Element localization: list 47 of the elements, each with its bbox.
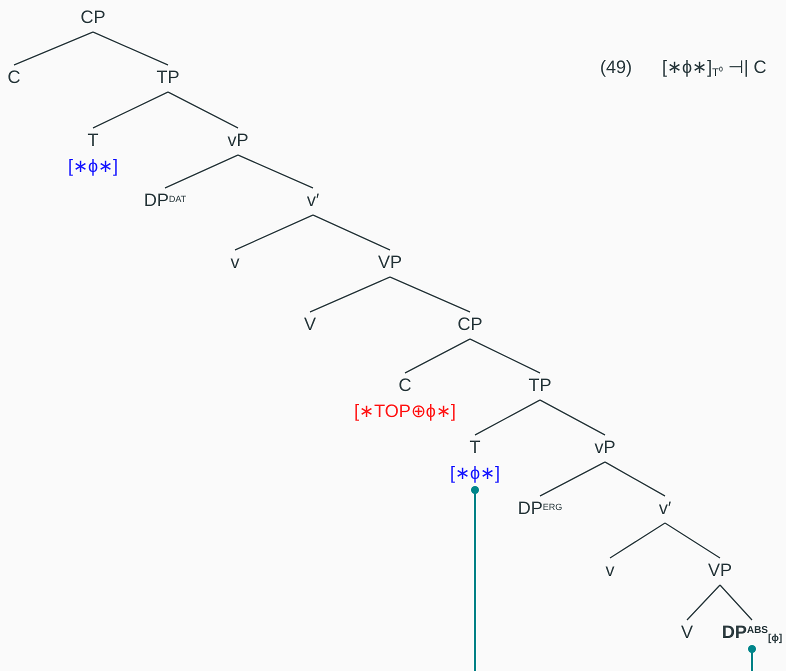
- category-label: C: [398, 374, 412, 397]
- syntax-node-label: CP: [458, 313, 482, 336]
- syntax-node-label: TP: [528, 374, 552, 397]
- tree-branch: [664, 522, 720, 559]
- syntax-node-label: VP: [378, 251, 402, 274]
- tree-branch: [312, 214, 390, 251]
- syntax-node-label: v′: [306, 189, 320, 212]
- agree-line: [748, 645, 756, 671]
- tree-branch: [238, 154, 314, 189]
- tree-branch: [404, 338, 470, 374]
- syntax-node-label: V: [681, 621, 693, 644]
- syntax-node-label: vP: [228, 129, 248, 152]
- tree-branch: [720, 584, 752, 620]
- constraint-formula: [∗ϕ∗]$_{T⁰}$ ⊣| C: [662, 56, 767, 81]
- tree-branch: [474, 399, 540, 436]
- syntax-node-label: VP: [708, 559, 732, 582]
- syntax-node-label: vP: [594, 436, 616, 459]
- tree-branch: [14, 31, 94, 66]
- tree-branch: [310, 276, 390, 313]
- feature-bundle: [∗TOP⊕ϕ∗]: [354, 400, 456, 423]
- syntax-node-label: TP: [156, 66, 180, 89]
- tree-branch: [92, 91, 168, 129]
- syntax-node-label: DP$^{DAT}$: [144, 189, 186, 212]
- tree-branch: [168, 91, 238, 129]
- syntax-node-label: DP$^{ERG}$: [518, 497, 562, 520]
- syntax-node-label: V: [304, 313, 316, 336]
- syntax-node-label: v′: [658, 497, 672, 520]
- syntax-node-label: CP: [80, 6, 106, 29]
- tree-branch: [92, 31, 168, 66]
- syntax-node-label: v: [230, 251, 240, 274]
- feature-bundle: [∗ϕ∗]: [450, 462, 500, 485]
- tree-branch: [390, 276, 470, 313]
- agree-line: [471, 486, 479, 671]
- tree-branch: [604, 461, 666, 497]
- example-number: (49): [600, 56, 632, 79]
- category-label: T: [470, 436, 480, 459]
- tree-branch: [540, 399, 606, 436]
- tree-branch: [686, 584, 720, 620]
- tree-branch: [164, 154, 238, 189]
- category-label: T: [88, 129, 98, 152]
- syntax-node-label: v: [606, 559, 614, 582]
- syntax-node-label: C: [8, 66, 20, 89]
- feature-bundle: [∗ϕ∗]: [68, 155, 118, 178]
- tree-branch: [540, 461, 606, 497]
- tree-branch: [470, 338, 540, 374]
- tree-branch: [610, 522, 666, 559]
- tree-branch: [234, 214, 314, 251]
